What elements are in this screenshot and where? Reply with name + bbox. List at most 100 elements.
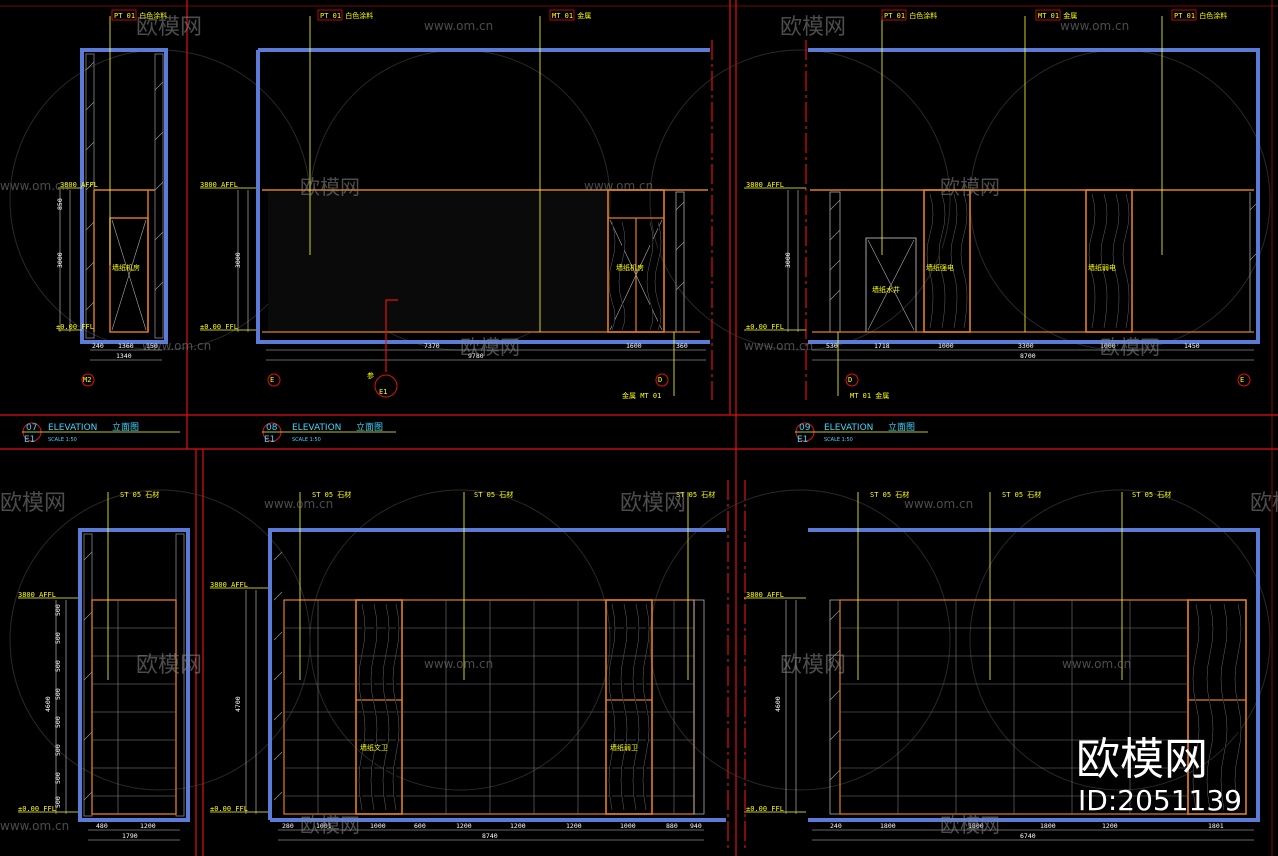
axis-label-d: D [658, 376, 662, 384]
svg-text:3000: 3000 [234, 252, 242, 268]
svg-text:立面图: 立面图 [356, 421, 383, 433]
svg-text:3800 AFFL: 3800 AFFL [200, 181, 238, 189]
svg-text:1000: 1000 [370, 822, 386, 830]
elevation-09 [808, 48, 1260, 344]
svg-text:500: 500 [54, 604, 62, 616]
svg-text:6740: 6740 [1020, 832, 1036, 840]
svg-text:欧模网: 欧模网 [300, 175, 360, 199]
svg-text:ST 05 石材: ST 05 石材 [474, 490, 513, 499]
dimension-lines [55, 190, 1254, 841]
svg-text:1200: 1200 [1102, 822, 1118, 830]
svg-text:墙纸弱电: 墙纸弱电 [1088, 263, 1116, 272]
svg-text:金属 MT 01: 金属 MT 01 [622, 391, 661, 400]
svg-text:1200: 1200 [140, 822, 156, 830]
svg-text:3800 AFFL: 3800 AFFL [210, 581, 248, 589]
svg-text:880: 880 [666, 822, 678, 830]
wood-panels-top [608, 193, 1130, 331]
section-callout-arrow [385, 299, 398, 372]
svg-text:480: 480 [96, 822, 108, 830]
level-marks [18, 187, 806, 813]
svg-text:www.om.cn: www.om.cn [264, 497, 333, 511]
svg-text:280: 280 [282, 822, 294, 830]
svg-text:1000: 1000 [1100, 342, 1116, 350]
svg-text:立面图: 立面图 [888, 421, 915, 433]
svg-text:www.om.cn: www.om.cn [0, 179, 69, 193]
svg-text:PT 01 白色涂料: PT 01 白色涂料 [320, 11, 373, 20]
svg-text:500: 500 [54, 772, 62, 784]
elevation-bottom-1 [78, 528, 190, 822]
svg-text:±0.00 FFL: ±0.00 FFL [56, 323, 94, 331]
svg-text:SCALE 1:50: SCALE 1:50 [292, 437, 321, 443]
svg-text:www.om.cn: www.om.cn [1062, 657, 1131, 671]
svg-text:欧模网: 欧模网 [0, 491, 66, 516]
svg-text:7370: 7370 [424, 342, 440, 350]
svg-text:www.om.cn: www.om.cn [584, 179, 653, 193]
svg-text:立面图: 立面图 [112, 421, 139, 433]
svg-text:www.om.cn: www.om.cn [744, 339, 813, 353]
brand-logo-large: 欧模网 [1076, 734, 1208, 785]
svg-text:1000: 1000 [620, 822, 636, 830]
hatch-walls-bottom [83, 551, 841, 801]
notes: 墙纸机房 墙纸机房 墙纸水井 墙纸强电 墙纸弱电 墙纸文卫 墙纸弱卫 [112, 263, 1116, 752]
title-block-07: 07 E1 ELEVATION 立面图 SCALE 1:50 [22, 421, 180, 445]
axis-label-d2: D [848, 376, 852, 384]
svg-text:360: 360 [676, 342, 688, 350]
svg-text:E1: E1 [264, 435, 275, 445]
svg-text:530: 530 [826, 342, 838, 350]
svg-text:240: 240 [830, 822, 842, 830]
svg-text:1600: 1600 [626, 342, 642, 350]
svg-text:www.om.cn: www.om.cn [142, 339, 211, 353]
svg-text:www.om.cn: www.om.cn [904, 497, 973, 511]
svg-text:8740: 8740 [482, 832, 498, 840]
svg-text:1800: 1800 [968, 822, 984, 830]
callout-symbol: 参 [367, 371, 374, 380]
svg-text:1718: 1718 [874, 342, 890, 350]
svg-text:07: 07 [26, 423, 37, 433]
svg-text:ELEVATION: ELEVATION [824, 423, 873, 433]
svg-text:8700: 8700 [1020, 352, 1036, 360]
svg-text:欧模网: 欧模网 [1100, 335, 1160, 359]
svg-text:±0.00 FFL: ±0.00 FFL [746, 805, 784, 813]
svg-text:4700: 4700 [234, 696, 242, 712]
svg-text:MT 01 金属: MT 01 金属 [850, 391, 889, 400]
svg-text:1001: 1001 [316, 822, 332, 830]
svg-text:1800: 1800 [880, 822, 896, 830]
leader-lines [107, 16, 1163, 680]
elevation-bottom-2 [268, 528, 726, 822]
svg-text:3800 AFFL: 3800 AFFL [18, 591, 56, 599]
id-text: ID:2051139 [1078, 784, 1242, 817]
svg-text:150: 150 [146, 342, 158, 350]
svg-text:PT 01 白色涂料: PT 01 白色涂料 [884, 11, 937, 20]
svg-text:09: 09 [799, 423, 811, 433]
svg-text:欧模网: 欧模网 [620, 491, 686, 516]
svg-text:PT 01 白色涂料: PT 01 白色涂料 [1174, 11, 1227, 20]
svg-text:4600: 4600 [44, 696, 52, 712]
svg-text:PT 01 白色涂料: PT 01 白色涂料 [114, 11, 167, 20]
elevation-07 [80, 48, 168, 344]
svg-text:1200: 1200 [566, 822, 582, 830]
callout-sheet: E1 [379, 388, 387, 396]
svg-text:850: 850 [56, 198, 64, 210]
svg-text:欧模网: 欧模网 [136, 15, 202, 40]
svg-text:4600: 4600 [774, 696, 782, 712]
svg-text:www.om.cn: www.om.cn [424, 657, 493, 671]
svg-text:ST 05 石材: ST 05 石材 [312, 490, 351, 499]
svg-text:500: 500 [54, 688, 62, 700]
svg-text:±0.00 FFL: ±0.00 FFL [18, 805, 56, 813]
axis-label-m2: M2 [83, 376, 91, 384]
svg-text:600: 600 [414, 822, 426, 830]
svg-text:www.om.cn: www.om.cn [1060, 19, 1129, 33]
dimension-text: 240 1360 150 1340 850 3000 7370 1600 360… [44, 198, 1224, 840]
svg-text:500: 500 [54, 632, 62, 644]
svg-text:www.om.cn: www.om.cn [0, 819, 69, 833]
title-block-08: 08 E1 ELEVATION 立面图 SCALE 1:50 [262, 421, 396, 445]
svg-text:欧模网: 欧模网 [1250, 491, 1278, 516]
svg-text:墙纸水井: 墙纸水井 [872, 285, 900, 294]
svg-text:SCALE 1:50: SCALE 1:50 [824, 437, 853, 443]
svg-text:SCALE 1:50: SCALE 1:50 [48, 437, 77, 443]
svg-text:500: 500 [54, 796, 62, 808]
svg-text:3300: 3300 [1018, 342, 1034, 350]
svg-text:±0.00 FFL: ±0.00 FFL [746, 323, 784, 331]
svg-text:欧模网: 欧模网 [780, 15, 846, 40]
